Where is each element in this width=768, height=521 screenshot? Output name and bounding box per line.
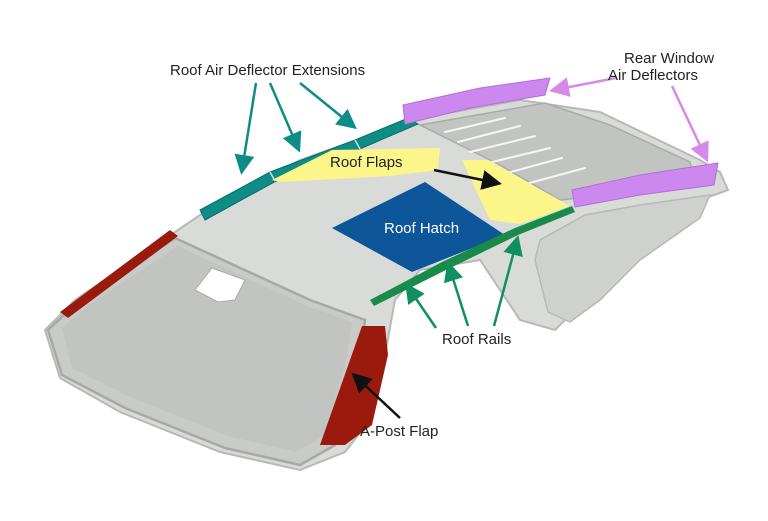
rear-side-pillar <box>534 194 712 323</box>
arrow-rear-deflector-side <box>670 85 709 163</box>
arrow-deflector-extension-1 <box>234 82 258 175</box>
arrow-a-post-flap <box>351 372 401 419</box>
arrow-roof-rail-1 <box>405 282 438 329</box>
arrow-roof-flaps <box>433 168 502 190</box>
arrow-deflector-extension-2 <box>268 82 302 153</box>
roof-flap-front <box>272 148 440 182</box>
label-rear-window-line1: Rear Window <box>624 50 714 67</box>
arrow-deflector-extension-3 <box>299 82 357 130</box>
windshield-glass <box>62 246 352 452</box>
arrow-roof-rail-2 <box>443 261 470 327</box>
roof-rail-strip <box>370 206 575 306</box>
rear-window-air-deflector-side <box>571 162 719 208</box>
arrow-roof-rail-3 <box>492 235 523 327</box>
left-a-post-strip <box>60 230 178 318</box>
label-roof-flaps: Roof Flaps <box>330 154 403 171</box>
deflector-segment-divider <box>354 139 361 150</box>
arrow-rear-deflector-top <box>549 76 617 97</box>
label-rear-window-line2: Air Deflectors <box>608 67 698 84</box>
roof-air-deflector-extension-strip <box>199 117 420 221</box>
rear-window-air-deflector-top <box>402 77 551 125</box>
label-a-post-flap: A-Post Flap <box>360 423 438 440</box>
label-roof-air-deflector-extensions: Roof Air Deflector Extensions <box>170 62 365 79</box>
mirror-mount <box>194 267 246 303</box>
rear-window-reflections <box>444 117 586 186</box>
label-roof-rails: Roof Rails <box>442 331 511 348</box>
label-roof-hatch: Roof Hatch <box>384 220 459 237</box>
roof-hatch-shape <box>332 182 505 272</box>
